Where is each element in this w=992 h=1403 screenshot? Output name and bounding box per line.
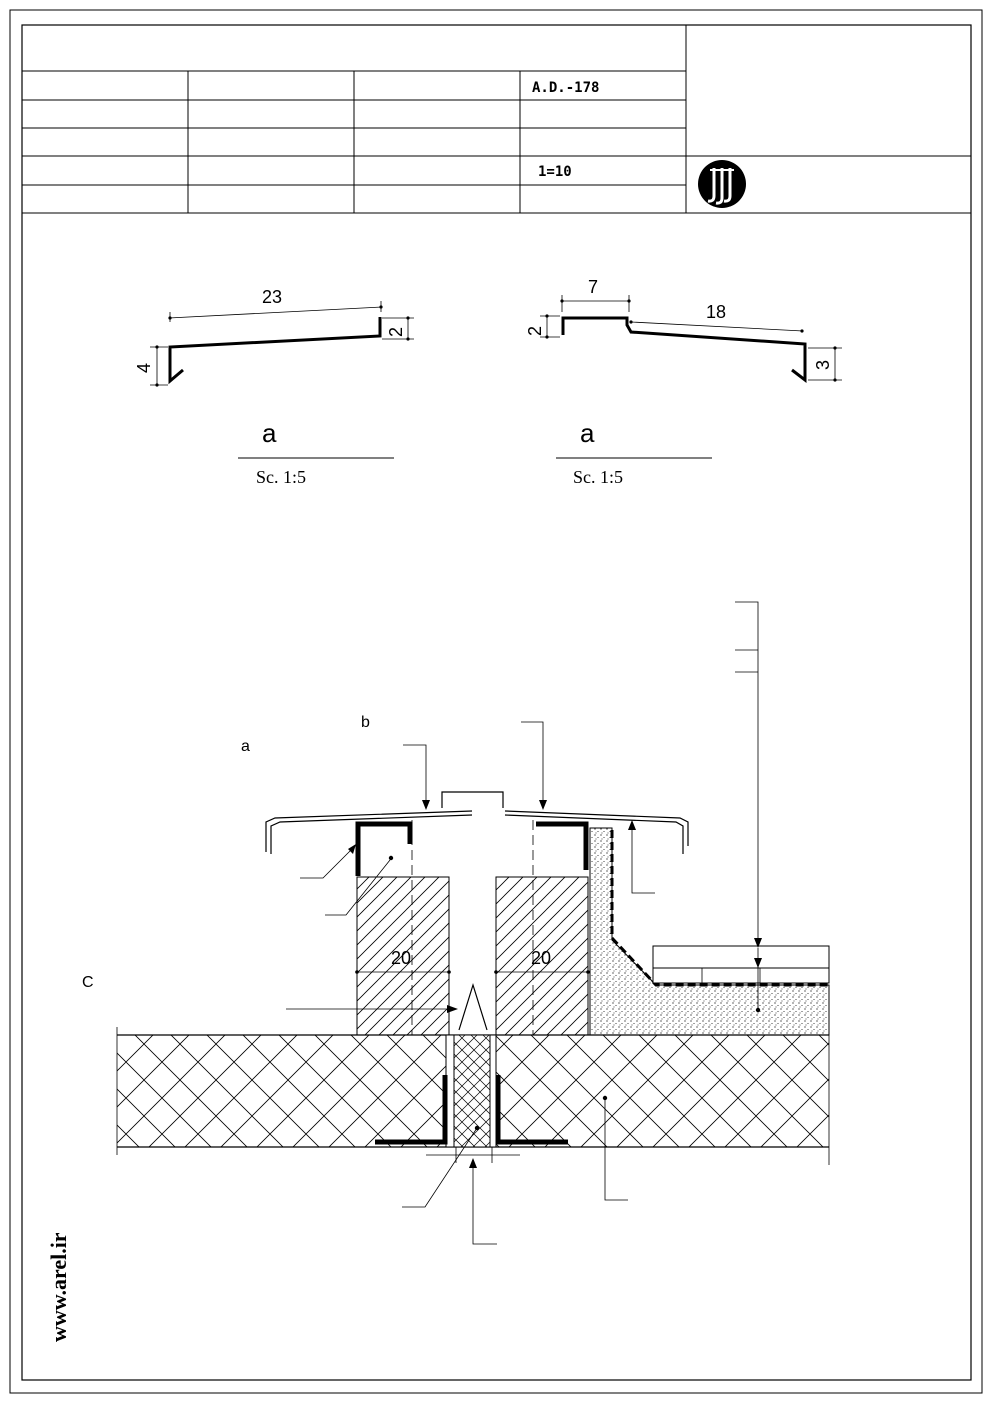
detail-right-profile bbox=[540, 295, 842, 459]
section-label-b: b bbox=[361, 714, 370, 731]
dim-curb-left: 20 bbox=[391, 948, 411, 968]
section-drawing bbox=[116, 601, 830, 1245]
detail-right-scale: Sc. 1:5 bbox=[573, 467, 623, 487]
dim-left-lip-right: 2 bbox=[386, 327, 406, 337]
dim-left-length: 23 bbox=[262, 287, 282, 307]
dim-right-cap-width: 7 bbox=[588, 277, 598, 297]
detail-left-label: a bbox=[262, 418, 277, 448]
inner-frame bbox=[21, 24, 972, 1381]
logo-icon bbox=[698, 160, 746, 208]
detail-left-profile bbox=[150, 301, 414, 459]
detail-left-scale: Sc. 1:5 bbox=[256, 467, 306, 487]
title-block bbox=[22, 25, 971, 214]
dim-left-lip-left: 4 bbox=[134, 363, 154, 373]
scale-value: 1=10 bbox=[538, 164, 572, 180]
outer-frame bbox=[9, 9, 983, 1394]
dim-right-lip: 3 bbox=[813, 360, 833, 370]
dim-right-cap-height: 2 bbox=[525, 326, 545, 336]
section-label-a: a bbox=[241, 738, 250, 755]
dim-right-length: 18 bbox=[706, 302, 726, 322]
dim-curb-right: 20 bbox=[531, 948, 551, 968]
watermark: www.arel.ir bbox=[46, 1232, 71, 1342]
detail-right-label: a bbox=[580, 418, 595, 448]
drawing-code: A.D.-178 bbox=[532, 80, 599, 96]
section-label-c: C bbox=[82, 974, 94, 991]
